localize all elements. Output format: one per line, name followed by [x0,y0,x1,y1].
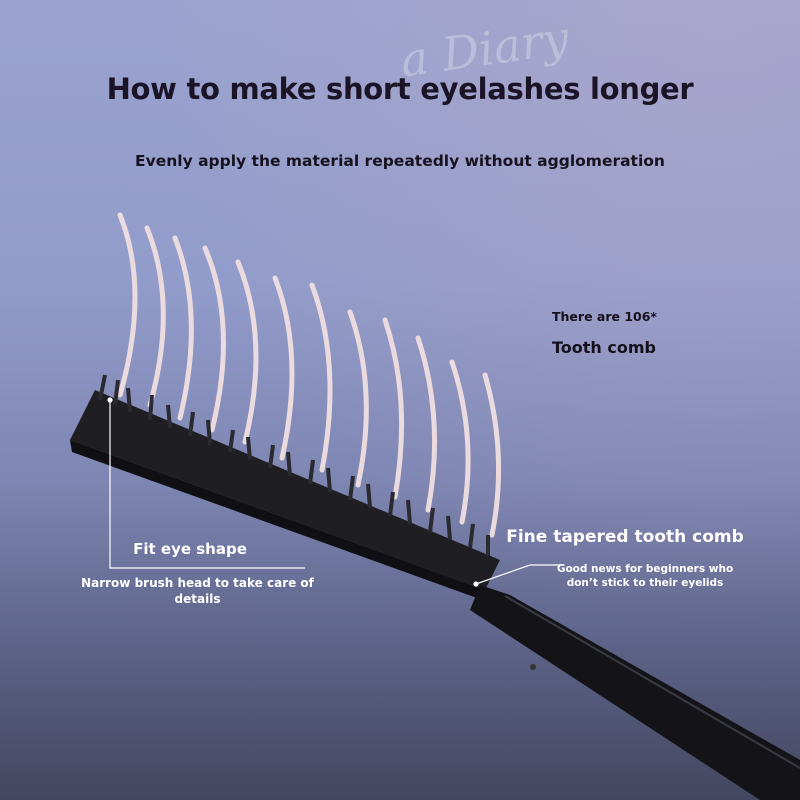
lash-curves [117,212,502,538]
fit-eye-shape-heading: Fit eye shape [133,540,247,558]
callout-lines [107,397,563,587]
tooth-comb-label: Tooth comb [552,338,656,357]
page-title: How to make short eyelashes longer [106,72,694,106]
subtitle: Evenly apply the material repeatedly wit… [135,152,665,170]
tooth-count-label: There are 106* [552,309,657,324]
fine-tapered-heading: Fine tapered tooth comb [506,527,744,547]
comb-handle [470,585,800,800]
beginners-detail: Good news for beginners who don’t stick … [556,563,734,589]
narrow-brush-detail: Narrow brush head to take care of detail… [81,576,314,606]
comb-head [70,374,500,602]
